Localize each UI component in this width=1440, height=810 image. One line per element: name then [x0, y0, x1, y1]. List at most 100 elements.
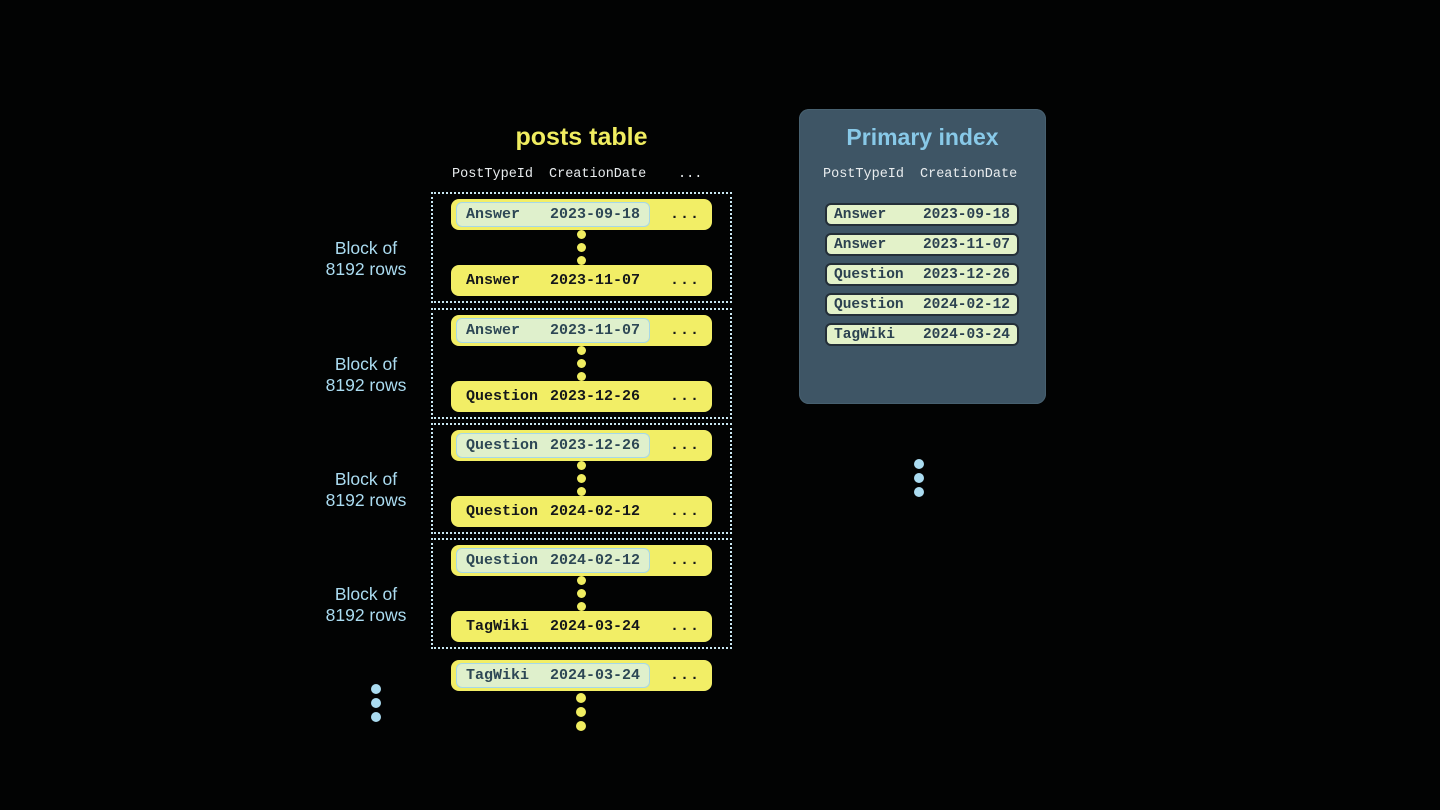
dot [371, 712, 381, 722]
dot [371, 698, 381, 708]
index-rows: Answer 2023-09-18 Answer 2023-11-07 Ques… [825, 203, 1019, 353]
block-label: Block of 8192 rows [306, 469, 426, 511]
more-rows-ellipsis-dots [576, 693, 586, 731]
row-more-columns: ... [669, 322, 700, 339]
index-key: Question 2024-02-12 [456, 499, 650, 524]
overflow-row-wrap: TagWiki 2024-03-24 ... [451, 660, 712, 691]
dot [577, 461, 586, 470]
row-more-columns: ... [669, 618, 700, 635]
vertical-ellipsis-dots [577, 576, 586, 611]
row-block-4: Question 2024-02-12 ... TagWiki 2024-03-… [431, 538, 732, 649]
row-block-3: Question 2023-12-26 ... Question 2024-02… [431, 423, 732, 534]
more-blocks-ellipsis-dots [371, 684, 381, 722]
index-key-highlight: Answer 2023-11-07 [456, 318, 650, 343]
column-header-more: ... [678, 167, 703, 182]
column-header-posttypeid: PostTypeId [452, 167, 534, 182]
dot [576, 707, 586, 717]
row-creationdate: 2023-11-07 [550, 322, 641, 339]
block-label: Block of 8192 rows [306, 584, 426, 626]
table-row: Question 2024-02-12 ... [451, 545, 712, 576]
index-row-creationdate: 2023-09-18 [922, 206, 1010, 223]
block-label-line2: 8192 rows [325, 375, 407, 395]
index-row: Question 2024-02-12 [825, 293, 1019, 316]
index-key-highlight: Question 2024-02-12 [456, 548, 650, 573]
table-row: Question 2024-02-12 ... [451, 496, 712, 527]
row-posttypeid: TagWiki [466, 618, 530, 635]
vertical-ellipsis-dots [577, 461, 586, 496]
row-posttypeid: Answer [466, 206, 521, 223]
row-more-columns: ... [669, 272, 700, 289]
vertical-ellipsis-dots [577, 346, 586, 381]
table-row: Answer 2023-11-07 ... [451, 315, 712, 346]
row-creationdate: 2024-03-24 [550, 667, 641, 684]
index-key-highlight: Question 2023-12-26 [456, 433, 650, 458]
row-posttypeid: Question [466, 503, 539, 520]
row-more-columns: ... [669, 388, 700, 405]
row-more-columns: ... [669, 552, 700, 569]
row-more-columns: ... [669, 206, 700, 223]
index-row-posttypeid: TagWiki [834, 326, 895, 343]
dot [577, 230, 586, 239]
row-posttypeid: TagWiki [466, 667, 530, 684]
dot [577, 346, 586, 355]
block-label-line2: 8192 rows [325, 259, 407, 279]
index-more-rows-ellipsis-dots [914, 459, 924, 497]
dot [371, 684, 381, 694]
column-header-creationdate: CreationDate [549, 167, 647, 182]
index-column-header-posttypeid: PostTypeId [823, 167, 905, 182]
dot [577, 602, 586, 611]
dot [914, 459, 924, 469]
block-label-line1: Block of [334, 584, 398, 604]
row-posttypeid: Answer [466, 322, 521, 339]
index-row-creationdate: 2024-02-12 [922, 296, 1010, 313]
index-row-posttypeid: Question [834, 266, 904, 283]
block-label-line1: Block of [334, 469, 398, 489]
index-row: Answer 2023-09-18 [825, 203, 1019, 226]
dot [577, 372, 586, 381]
index-row-creationdate: 2024-03-24 [922, 326, 1010, 343]
block-label-line2: 8192 rows [325, 490, 407, 510]
index-row-posttypeid: Answer [834, 236, 887, 253]
index-key-highlight: TagWiki 2024-03-24 [456, 663, 650, 688]
dot [577, 576, 586, 585]
dot [577, 589, 586, 598]
primary-index-title: Primary index [846, 124, 999, 150]
block-label-line2: 8192 rows [325, 605, 407, 625]
dot [577, 256, 586, 265]
index-row-posttypeid: Answer [834, 206, 887, 223]
row-creationdate: 2023-11-07 [550, 272, 641, 289]
row-more-columns: ... [669, 437, 700, 454]
row-block-2: Answer 2023-11-07 ... Question 2023-12-2… [431, 308, 732, 419]
dot [576, 693, 586, 703]
block-label-line1: Block of [334, 238, 398, 258]
table-row: Answer 2023-09-18 ... [451, 199, 712, 230]
index-key: TagWiki 2024-03-24 [456, 614, 650, 639]
row-block-1: Answer 2023-09-18 ... Answer 2023-11-07 … [431, 192, 732, 303]
index-column-header-creationdate: CreationDate [920, 167, 1018, 182]
dot [914, 487, 924, 497]
row-creationdate: 2023-09-18 [550, 206, 641, 223]
index-row: TagWiki 2024-03-24 [825, 323, 1019, 346]
block-label: Block of 8192 rows [306, 354, 426, 396]
row-posttypeid: Answer [466, 272, 521, 289]
index-key: Question 2023-12-26 [456, 384, 650, 409]
posts-table-title: posts table [515, 123, 648, 151]
table-row: TagWiki 2024-03-24 ... [451, 611, 712, 642]
row-creationdate: 2024-02-12 [550, 503, 641, 520]
row-posttypeid: Question [466, 388, 539, 405]
dot [577, 474, 586, 483]
row-creationdate: 2023-12-26 [550, 388, 641, 405]
index-row: Answer 2023-11-07 [825, 233, 1019, 256]
vertical-ellipsis-dots [577, 230, 586, 265]
table-row: Answer 2023-11-07 ... [451, 265, 712, 296]
index-row-creationdate: 2023-12-26 [922, 266, 1010, 283]
table-row: Question 2023-12-26 ... [451, 381, 712, 412]
dot [914, 473, 924, 483]
table-row: TagWiki 2024-03-24 ... [451, 660, 712, 691]
row-posttypeid: Question [466, 552, 539, 569]
row-creationdate: 2024-03-24 [550, 618, 641, 635]
block-label: Block of 8192 rows [306, 238, 426, 280]
index-key-highlight: Answer 2023-09-18 [456, 202, 650, 227]
block-label-line1: Block of [334, 354, 398, 374]
